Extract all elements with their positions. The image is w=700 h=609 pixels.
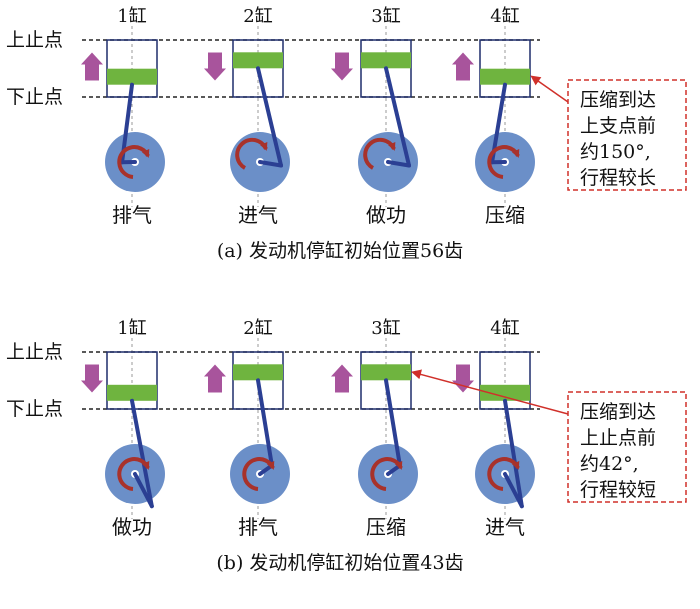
callout-line: 行程较短 xyxy=(580,479,656,501)
connecting-rod xyxy=(384,66,412,168)
motion-arrow-down xyxy=(452,364,474,393)
callout-line: 约150°, xyxy=(580,141,651,163)
stroke-label: 压缩 xyxy=(366,515,406,539)
rotation-arrow xyxy=(242,457,275,491)
cylinder-name: 1缸 xyxy=(117,317,146,339)
connecting-rod xyxy=(256,66,284,168)
cylinder-name: 1缸 xyxy=(117,5,146,27)
rotation-arrow xyxy=(487,457,520,491)
stroke-label: 做功 xyxy=(366,203,406,227)
cylinder-name: 3缸 xyxy=(371,5,400,27)
cylinder-name: 2缸 xyxy=(243,317,272,339)
motion-arrow-down xyxy=(204,52,226,81)
piston xyxy=(107,68,157,85)
stroke-label: 做功 xyxy=(112,515,152,539)
connecting-rod xyxy=(256,378,274,468)
crank-arm xyxy=(258,160,284,168)
rotation-arrow xyxy=(117,457,150,491)
rotation-arrow xyxy=(117,145,150,179)
piston xyxy=(233,52,283,69)
callout-line: 上支点前 xyxy=(580,115,656,137)
connecting-rod xyxy=(130,398,154,509)
panel-caption: (b) 发动机停缸初始位置43齿 xyxy=(216,552,463,574)
motion-arrow-up xyxy=(331,364,353,393)
cylinder-box xyxy=(232,39,284,98)
callout-line: 行程较长 xyxy=(580,167,656,189)
motion-arrow-up xyxy=(452,52,474,81)
stroke-label: 排气 xyxy=(238,515,278,539)
cylinder-name: 4缸 xyxy=(490,5,519,27)
stroke-label: 压缩 xyxy=(485,203,525,227)
callout-pointer xyxy=(411,369,569,415)
rotation-arrow xyxy=(363,137,396,170)
callout-line: 压缩到达 xyxy=(580,89,656,111)
piston xyxy=(361,364,411,381)
crank-arm xyxy=(386,160,412,168)
rotation-arrow xyxy=(487,145,520,179)
cylinder-name: 2缸 xyxy=(243,5,272,27)
piston xyxy=(233,364,283,381)
crank-arm xyxy=(133,472,154,509)
motion-arrow-up xyxy=(204,364,226,393)
bottom-dead-center-label: 下止点 xyxy=(6,398,63,420)
cylinder-name: 4缸 xyxy=(490,317,519,339)
piston xyxy=(361,52,411,69)
bottom-dead-center-label: 下止点 xyxy=(6,86,63,108)
motion-arrow-up xyxy=(81,52,103,81)
callout-pointer xyxy=(530,75,569,103)
motion-arrow-down xyxy=(81,364,103,393)
top-dead-center-label: 上止点 xyxy=(6,341,63,363)
cylinder-box xyxy=(360,351,412,410)
connecting-rod xyxy=(503,398,524,509)
callout-line: 上止点前 xyxy=(580,427,656,449)
connecting-rod xyxy=(384,378,402,468)
rotation-arrow xyxy=(370,457,403,491)
cylinder-box xyxy=(232,351,284,410)
stroke-label: 进气 xyxy=(238,203,278,227)
callout-box xyxy=(567,391,687,503)
piston xyxy=(480,384,530,401)
cylinder-name: 3缸 xyxy=(371,317,400,339)
top-dead-center-label: 上止点 xyxy=(6,29,63,51)
callout-line: 压缩到达 xyxy=(580,401,656,423)
piston xyxy=(107,384,157,401)
piston xyxy=(480,68,530,85)
stroke-label: 进气 xyxy=(485,515,525,539)
rotation-arrow xyxy=(235,137,268,170)
callout-box xyxy=(567,79,687,191)
motion-arrow-down xyxy=(331,52,353,81)
cylinder-box xyxy=(479,39,531,98)
panel-caption: (a) 发动机停缸初始位置56齿 xyxy=(217,240,463,262)
stroke-label: 排气 xyxy=(112,203,152,227)
crank-arm xyxy=(503,472,524,509)
callout-line: 约42°, xyxy=(580,453,639,475)
cylinder-box xyxy=(360,39,412,98)
